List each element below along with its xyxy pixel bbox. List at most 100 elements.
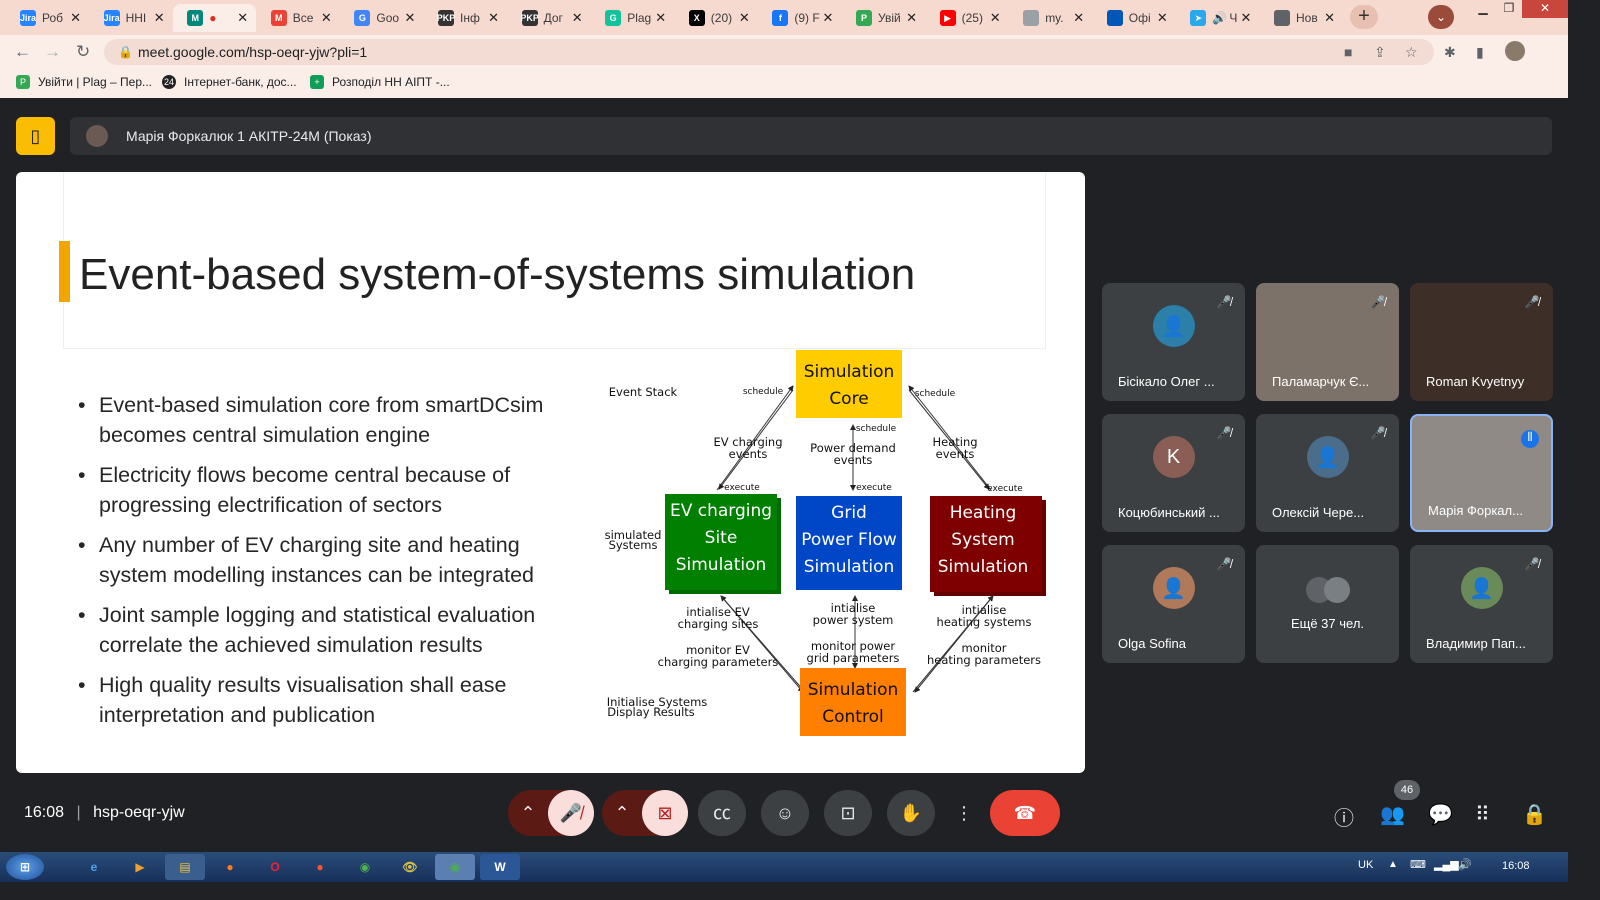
avatar: 👤 [1152, 567, 1195, 609]
new-tab-button[interactable]: + [1350, 5, 1378, 29]
browser-tab[interactable]: Офі✕ [1093, 4, 1176, 32]
participant-tile[interactable]: 🎤̸ Roman Kvyetnyy [1410, 283, 1553, 401]
media-player-icon[interactable]: ▶ [135, 860, 145, 874]
close-tab-icon[interactable]: ✕ [320, 10, 332, 25]
people-icon[interactable]: 👥 [1380, 804, 1405, 826]
mic-off-button[interactable]: 🎤̸ [548, 790, 594, 836]
participant-name: Коцюбинський ... [1118, 505, 1220, 520]
close-tab-icon[interactable]: ✕ [1156, 10, 1168, 25]
browser-tab[interactable]: X(20)✕ [675, 4, 758, 32]
opera-icon[interactable]: O [270, 860, 280, 874]
close-tab-icon[interactable]: ✕ [404, 10, 416, 25]
browser-tab[interactable]: ▶(25)✕ [926, 4, 1009, 32]
close-tab-icon[interactable]: ✕ [906, 10, 917, 25]
camera-off-button[interactable]: ⊠ [642, 790, 688, 836]
profile-avatar[interactable] [1505, 41, 1525, 61]
close-tab-icon[interactable]: ✕ [488, 10, 499, 25]
participant-tile-others[interactable]: Ещё 37 чел. [1256, 545, 1399, 663]
chat-icon[interactable]: 💬 [1428, 804, 1453, 826]
url-field[interactable]: 🔒 meet.google.com/hsp-oeqr-yjw?pli=1 [104, 39, 1434, 65]
network-icon[interactable]: ▂▄▆ [1434, 859, 1459, 871]
ie-icon[interactable]: e [90, 860, 98, 874]
tray-keyboard-icon[interactable]: ⌨ [1410, 859, 1426, 871]
audio-playing-icon: 🔊 [1212, 11, 1228, 25]
leave-call-button[interactable]: ☎ [990, 790, 1060, 836]
side-panel-icon[interactable]: ▮ [1476, 44, 1484, 60]
browser-tab[interactable]: M●✕ [173, 4, 257, 32]
close-window-button[interactable]: ✕ [1522, 0, 1568, 18]
tab-title: Все [292, 11, 314, 25]
reload-icon[interactable]: ↻ [76, 42, 91, 61]
back-icon[interactable]: ← [14, 42, 31, 61]
close-tab-icon[interactable]: ✕ [237, 10, 249, 25]
raise-hand-button[interactable]: ✋ [887, 790, 935, 836]
close-tab-icon[interactable]: ✕ [1073, 10, 1085, 25]
start-button[interactable]: ⊞ [6, 854, 44, 880]
yandex-icon[interactable]: ● [316, 860, 324, 874]
camera-blocked-icon[interactable]: ■ [1344, 44, 1353, 60]
architecture-diagram: Simulation Core EV charging Site Simulat… [605, 350, 1046, 736]
taskbar-clock[interactable]: 16:08 [1502, 860, 1530, 872]
present-button[interactable]: ⊡ [824, 790, 872, 836]
init-display-label-1: Initialise Systems [607, 695, 708, 709]
panel-toggle-icon[interactable]: ▯ [16, 117, 55, 155]
execute-label-left: execute [724, 483, 760, 493]
language-indicator[interactable]: UK [1358, 859, 1374, 871]
explorer-icon[interactable]: ▤ [165, 854, 205, 880]
participant-tile[interactable]: 👤 🎤̸ Olga Sofina [1102, 545, 1245, 663]
browser-tab[interactable]: my.✕ [1009, 4, 1092, 32]
volume-icon[interactable]: 🔊 [1458, 859, 1472, 871]
firefox-icon[interactable]: ● [226, 860, 234, 874]
close-tab-icon[interactable]: ✕ [738, 10, 750, 25]
close-tab-icon[interactable]: ✕ [70, 10, 81, 25]
close-tab-icon[interactable]: ✕ [655, 10, 667, 25]
bookmark-star-icon[interactable]: ☆ [1405, 44, 1418, 60]
close-tab-icon[interactable]: ✕ [989, 10, 1001, 25]
forward-icon[interactable]: → [44, 42, 61, 61]
participant-tile[interactable]: 👤 🎤̸ Владимир Пап... [1410, 545, 1553, 663]
more-options-icon[interactable]: ⋮ [955, 803, 973, 823]
tray-expand-icon[interactable]: ▲ [1388, 859, 1398, 870]
close-tab-icon[interactable]: ✕ [822, 10, 834, 25]
browser-tab[interactable]: f(9) F✕ [758, 4, 841, 32]
browser-tab[interactable]: ➤🔊Ч✕ [1176, 4, 1259, 32]
eye-app-icon[interactable]: 👁 [402, 860, 418, 874]
chrome-active-icon[interactable]: ◉ [435, 854, 475, 880]
activities-icon[interactable]: ⠿ [1475, 804, 1490, 826]
mic-options-chevron-icon[interactable]: ⌃ [520, 803, 536, 823]
word-icon[interactable]: W [480, 854, 520, 880]
browser-tab[interactable]: Нов✕ [1260, 4, 1343, 32]
participant-tile[interactable]: 🎤̸ Паламарчук Є... [1256, 283, 1399, 401]
bookmark-bank[interactable]: 24 Інтернет-банк, дос... [162, 75, 297, 89]
bookmark-plag[interactable]: P Увійти | Plag – Пер... [16, 75, 152, 89]
participant-tile[interactable]: K 🎤̸ Коцюбинський ... [1102, 414, 1245, 532]
tab-search-button[interactable]: ⌄ [1428, 5, 1454, 29]
extensions-icon[interactable]: ✱ [1444, 44, 1456, 60]
close-tab-icon[interactable]: ✕ [1324, 10, 1335, 25]
emoji-button[interactable]: ☺ [761, 790, 809, 836]
participant-tile[interactable]: 👤 🎤̸ Олексій Чере... [1256, 414, 1399, 532]
captions-button[interactable]: ㏄ [698, 790, 746, 836]
chrome-icon[interactable]: ◉ [359, 860, 371, 874]
participant-tile[interactable]: ⦀ Марія Форкал... [1410, 414, 1553, 532]
info-icon[interactable]: ⓘ [1334, 808, 1354, 830]
bookmark-rozpodil[interactable]: + Розподіл НН АІПТ -... [310, 75, 450, 89]
minimize-button[interactable]: ▁ [1478, 1, 1488, 15]
participant-tile[interactable]: 👤 🎤̸ Бісікало Олег ... [1102, 283, 1245, 401]
host-controls-icon[interactable]: 🔒 [1522, 804, 1547, 826]
share-icon[interactable]: ⇪ [1374, 44, 1386, 60]
maximize-button[interactable]: ❐ [1503, 1, 1515, 15]
close-tab-icon[interactable]: ✕ [1240, 10, 1252, 25]
avatar: 👤 [1460, 567, 1503, 609]
close-tab-icon[interactable]: ✕ [153, 10, 165, 25]
camera-options-chevron-icon[interactable]: ⌃ [614, 803, 630, 823]
close-tab-icon[interactable]: ✕ [571, 10, 583, 25]
